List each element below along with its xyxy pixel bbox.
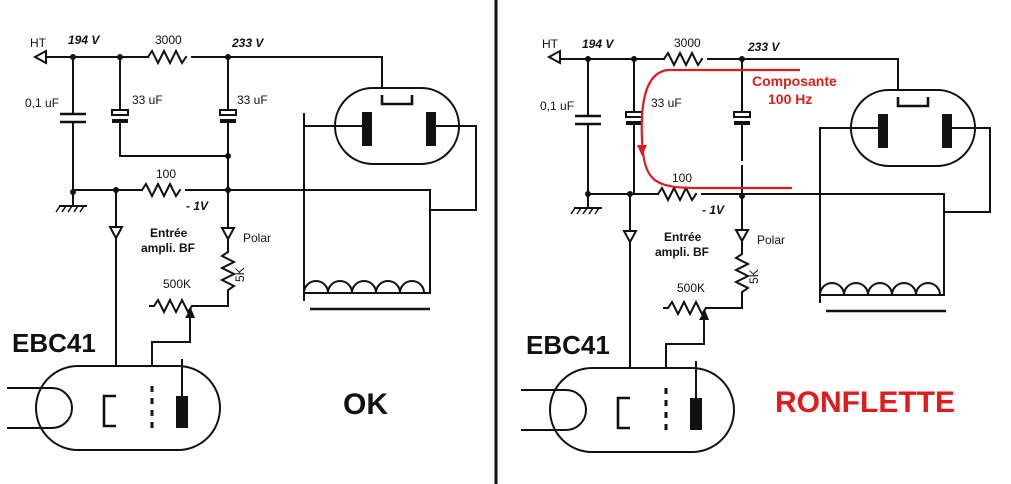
resistor-5k-label: 5K <box>233 267 247 282</box>
ht-arrow-icon <box>546 49 561 65</box>
cap-0-1uf-label: 0,1 uF <box>540 99 574 113</box>
voltage-neg1-label: - 1V <box>186 199 209 213</box>
polar-label: Polar <box>243 231 271 245</box>
cap-0-1uf-label: 0,1 uF <box>25 96 59 110</box>
resistor-100-label: 100 <box>156 167 176 181</box>
pot-500k <box>663 299 711 317</box>
capacitor-33uf-a <box>112 119 128 123</box>
ripple-path-annotation <box>640 68 800 190</box>
capacitor-0-1uf <box>575 114 601 126</box>
resistor-3000-label: 3000 <box>674 36 701 50</box>
cap-33uf-a-label: 33 uF <box>651 96 682 110</box>
ht-arrow-icon <box>32 49 47 65</box>
entree-label-2: ampli. BF <box>141 241 195 255</box>
capacitor-33uf-a <box>626 121 642 125</box>
resistor-100-label: 100 <box>672 171 692 185</box>
polar-arrow-icon <box>220 227 236 242</box>
input-arrow-icon <box>622 230 638 245</box>
ebc41-tube <box>35 365 221 451</box>
input-arrow-icon <box>108 226 124 241</box>
ht-label: HT <box>542 37 559 51</box>
annotation-line1: Composante <box>752 73 837 89</box>
right-schematic: HT 194 V 3000 233 V 0,1 uF 33 uF 100 - 1… <box>521 36 991 453</box>
cap-33uf-a-label: 33 uF <box>132 93 163 107</box>
resistor-5k-label: 5K <box>747 269 761 284</box>
resistor-100 <box>140 181 182 199</box>
heater-icon <box>521 389 587 431</box>
annotation-line2: 100 Hz <box>768 91 812 107</box>
tube-ebc41-label: EBC41 <box>12 328 96 358</box>
output-transformer <box>818 282 942 297</box>
entree-label-1: Entrée <box>150 226 188 240</box>
polar-label: Polar <box>757 233 785 247</box>
capacitor-33uf-b <box>734 121 750 125</box>
cap-33uf-b-label: 33 uF <box>237 93 268 107</box>
pot-500k-label: 500K <box>163 277 191 291</box>
ground-icon <box>55 205 85 213</box>
ground-icon <box>570 207 600 215</box>
pot-500k <box>149 297 197 315</box>
status-ronflette: RONFLETTE <box>775 386 955 419</box>
ripple-arrow-icon <box>637 145 647 156</box>
pot-500k-label: 500K <box>677 281 705 295</box>
resistor-3000 <box>146 48 188 66</box>
voltage-194-label: 194 V <box>68 33 100 47</box>
voltage-194-label: 194 V <box>582 37 614 51</box>
capacitor-0-1uf <box>60 112 86 124</box>
entree-label-2: ampli. BF <box>655 245 709 259</box>
resistor-3000-label: 3000 <box>155 33 182 47</box>
resistor-100 <box>656 185 698 203</box>
capacitor-33uf-b <box>220 119 236 123</box>
left-schematic: HT 194 V 3000 233 V 0,1 uF 33 uF 33 uF <box>7 33 477 451</box>
resistor-3000 <box>662 50 704 68</box>
voltage-233-label: 233 V <box>747 40 780 54</box>
ht-label: HT <box>30 36 47 50</box>
tube-ebc41-label: EBC41 <box>526 330 610 360</box>
status-ok: OK <box>343 388 388 421</box>
voltage-233-label: 233 V <box>231 36 264 50</box>
heater-icon <box>7 387 73 429</box>
ebc41-tube <box>549 367 735 453</box>
polar-arrow-icon <box>734 229 750 244</box>
output-transformer <box>302 280 426 295</box>
voltage-neg1-label: - 1V <box>702 203 725 217</box>
entree-label-1: Entrée <box>664 230 702 244</box>
